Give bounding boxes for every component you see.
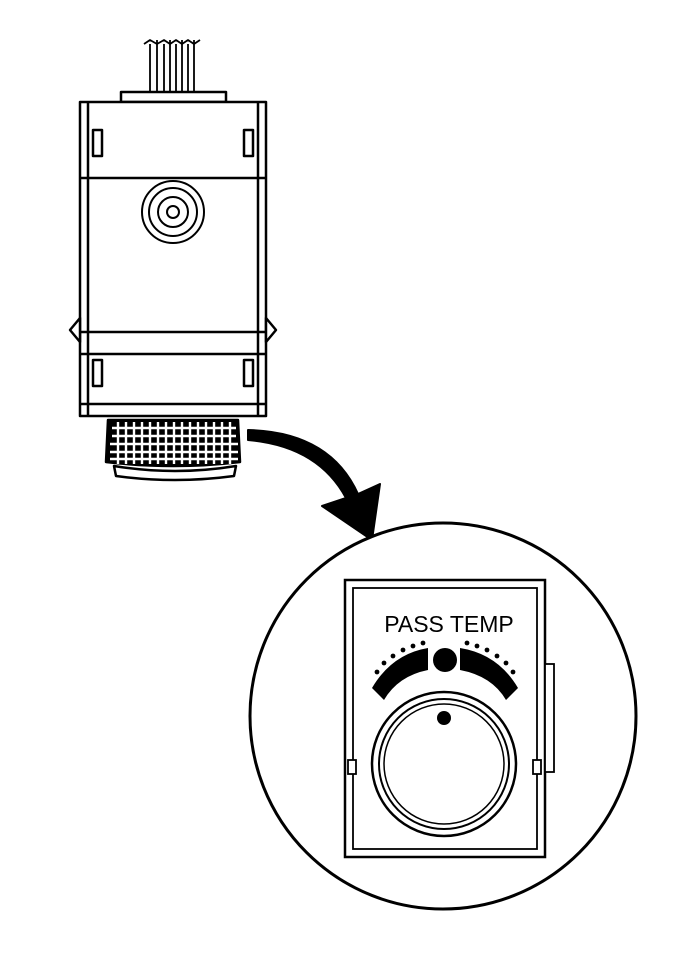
scale-arc-right bbox=[460, 648, 518, 700]
scale-dot bbox=[503, 660, 509, 666]
locking-wedge bbox=[264, 316, 278, 344]
scale-dot bbox=[374, 669, 380, 675]
scale-dot bbox=[464, 640, 470, 646]
mounting-boss bbox=[141, 180, 205, 244]
scale-dot bbox=[381, 660, 387, 666]
switch-assembly bbox=[68, 39, 278, 482]
panel-rail bbox=[544, 663, 555, 773]
latch-window bbox=[91, 128, 104, 158]
scale-dot bbox=[510, 669, 516, 675]
scale-dot bbox=[474, 643, 480, 649]
scale-dot bbox=[410, 643, 416, 649]
latch-window bbox=[242, 128, 255, 158]
latch-window bbox=[242, 358, 255, 388]
scale-dot bbox=[484, 647, 490, 653]
scale-center-dot bbox=[433, 648, 457, 672]
curved-arrow bbox=[247, 429, 381, 541]
panel-label: PASS TEMP bbox=[384, 611, 514, 637]
wire-bundle bbox=[143, 39, 201, 96]
panel-clip bbox=[347, 759, 357, 775]
rotary-knob bbox=[370, 690, 518, 838]
locking-wedge bbox=[68, 316, 82, 344]
latch-window bbox=[91, 358, 104, 388]
scale-dot bbox=[420, 640, 426, 646]
knob-indicator-dot bbox=[437, 711, 451, 725]
switch-housing bbox=[78, 100, 268, 418]
scale-dot bbox=[390, 653, 396, 659]
scale-dot bbox=[400, 647, 406, 653]
connector-tab bbox=[119, 90, 228, 104]
knurled-knob bbox=[104, 418, 242, 482]
scale-arc-left bbox=[372, 648, 428, 700]
scale-dot bbox=[494, 653, 500, 659]
panel-clip bbox=[532, 759, 542, 775]
temperature-scale bbox=[372, 640, 518, 700]
detail-view: PASS TEMP bbox=[248, 521, 638, 911]
